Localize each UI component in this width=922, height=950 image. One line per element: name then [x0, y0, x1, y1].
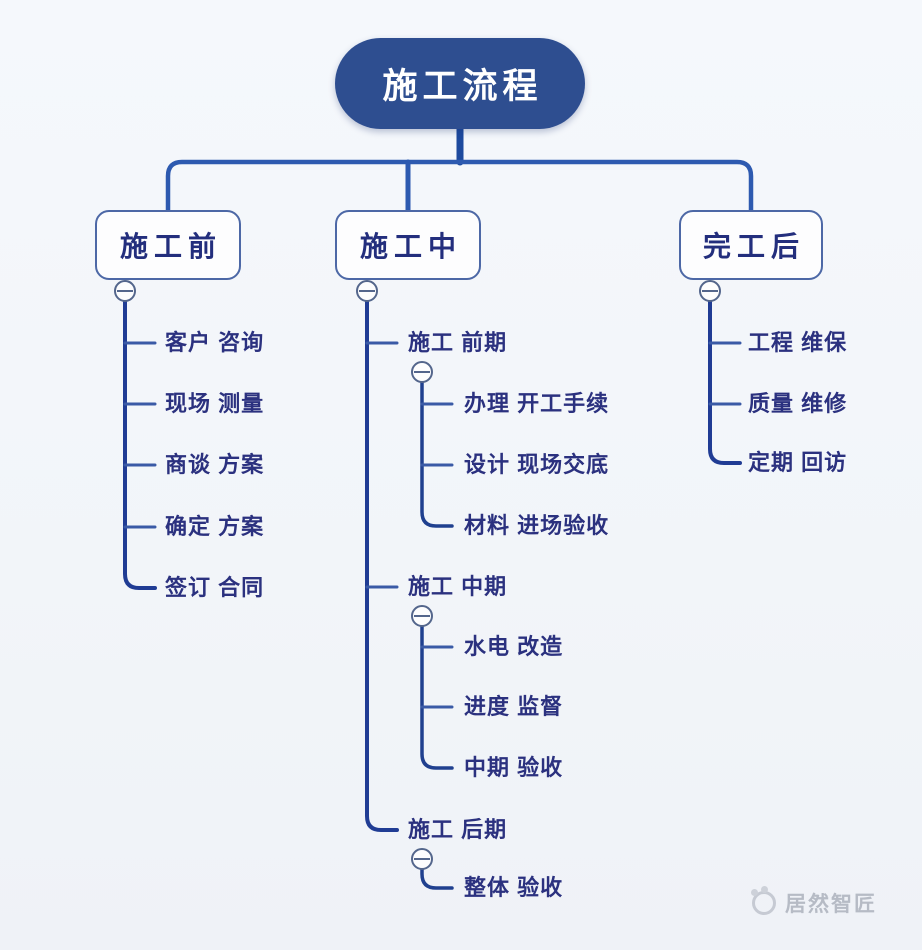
- leaf-confirm-plan[interactable]: 确定 方案: [165, 514, 265, 539]
- leaf-midterm-acceptance[interactable]: 中期 验收: [464, 755, 564, 780]
- edge-post-ticks: [708, 341, 742, 406]
- collapse-toggle-late-stage[interactable]: [411, 848, 433, 870]
- node-early-stage[interactable]: 施工 前期: [408, 330, 508, 355]
- edge-mid-spine: [365, 299, 399, 832]
- collapse-toggle-pre[interactable]: [114, 280, 136, 302]
- edge-distributor: [165, 159, 754, 215]
- edge-mid-ticks: [365, 341, 399, 589]
- edge-late-sub-spine: [420, 867, 454, 890]
- leaf-overall-acceptance[interactable]: 整体 验收: [464, 875, 564, 900]
- collapse-toggle-middle-stage[interactable]: [411, 605, 433, 627]
- edge-post-spine: [708, 299, 742, 465]
- leaf-sign-contract[interactable]: 签订 合同: [165, 575, 265, 600]
- minus-icon: [117, 290, 133, 292]
- minus-icon: [359, 290, 375, 292]
- leaf-progress-supervision[interactable]: 进度 监督: [464, 694, 564, 719]
- minus-icon: [414, 615, 430, 617]
- leaf-project-maintenance[interactable]: 工程 维保: [748, 330, 848, 355]
- edge-pre-ticks: [123, 341, 157, 529]
- leaf-quality-repair[interactable]: 质量 维修: [748, 391, 848, 416]
- brand-logo-icon: [751, 886, 776, 915]
- node-late-stage[interactable]: 施工 后期: [408, 817, 508, 842]
- leaf-site-measure[interactable]: 现场 测量: [165, 391, 265, 416]
- leaf-customer-consult[interactable]: 客户 咨询: [165, 330, 265, 355]
- branch-box-during-construction[interactable]: 施工中: [335, 210, 481, 280]
- edge-early-sub-ticks: [420, 402, 454, 467]
- brand-watermark: 居然智匠: [751, 886, 877, 918]
- minus-icon: [414, 858, 430, 860]
- collapse-toggle-early-stage[interactable]: [411, 361, 433, 383]
- leaf-regular-followup[interactable]: 定期 回访: [748, 450, 848, 475]
- leaf-design-briefing[interactable]: 设计 现场交底: [464, 452, 610, 477]
- minus-icon: [702, 290, 718, 292]
- edge-early-sub-spine: [420, 380, 454, 528]
- leaf-material-acceptance[interactable]: 材料 进场验收: [464, 513, 610, 538]
- minus-icon: [414, 371, 430, 373]
- root-node[interactable]: 施工流程: [335, 38, 585, 129]
- branch-box-pre-construction[interactable]: 施工前: [95, 210, 241, 280]
- edge-middle-sub-spine: [420, 624, 454, 770]
- leaf-plumbing-electric[interactable]: 水电 改造: [464, 634, 564, 659]
- collapse-toggle-mid[interactable]: [356, 280, 378, 302]
- node-middle-stage[interactable]: 施工 中期: [408, 574, 508, 599]
- edge-middle-sub-ticks: [420, 645, 454, 709]
- brand-name: 居然智匠: [785, 893, 877, 916]
- edge-pre-spine: [123, 299, 157, 590]
- collapse-toggle-post[interactable]: [699, 280, 721, 302]
- leaf-start-procedures[interactable]: 办理 开工手续: [464, 391, 610, 416]
- leaf-discuss-plan[interactable]: 商谈 方案: [165, 452, 265, 477]
- branch-box-after-completion[interactable]: 完工后: [679, 210, 823, 280]
